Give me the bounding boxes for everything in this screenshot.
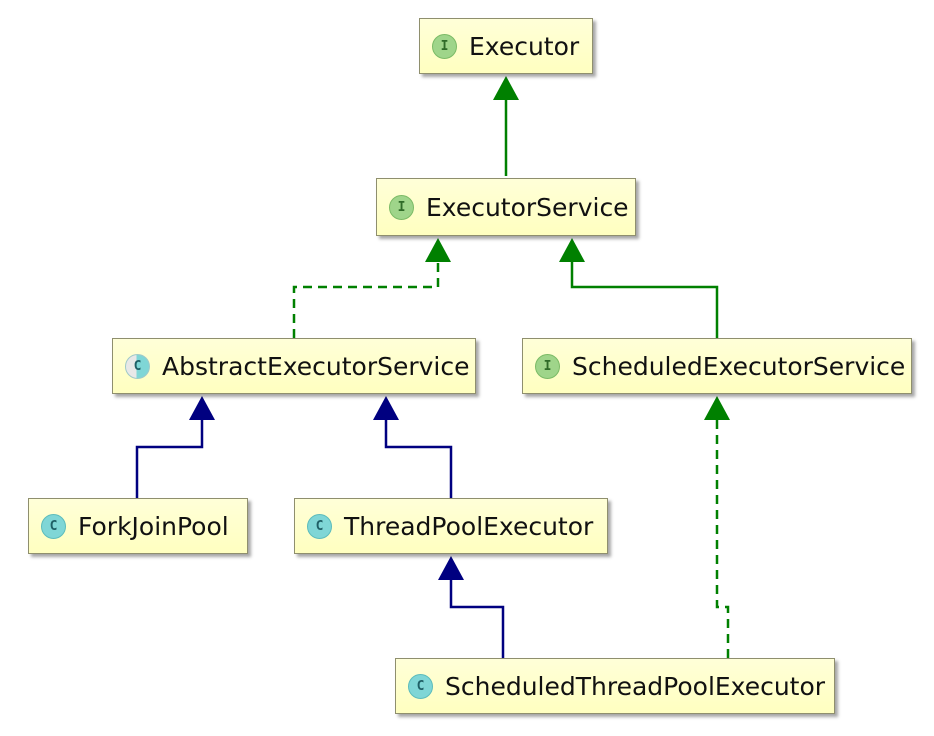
- class-icon: C: [307, 513, 332, 539]
- node-label: ScheduledThreadPoolExecutor: [445, 671, 826, 701]
- edge-executorservice-to-executor: [493, 76, 519, 176]
- node-label: Executor: [469, 31, 580, 61]
- edge-threadpoolexecutor-to-abstractexecutorservice: [373, 396, 453, 498]
- arrowhead-icon: [438, 556, 464, 580]
- node-label: ForkJoinPool: [78, 511, 229, 541]
- node-scheduledthreadpoolexecutor[interactable]: C ScheduledThreadPoolExecutor: [395, 658, 835, 714]
- arrowhead-icon: [425, 238, 451, 262]
- node-scheduledexecutorservice[interactable]: I ScheduledExecutorService: [522, 338, 912, 394]
- node-executor[interactable]: I Executor: [419, 18, 593, 74]
- node-threadpoolexecutor[interactable]: C ThreadPoolExecutor: [294, 498, 608, 554]
- arrowhead-icon: [373, 396, 399, 420]
- arrowhead-icon: [559, 238, 585, 262]
- node-executorservice[interactable]: I ExecutorService: [376, 178, 636, 236]
- node-abstractexecutorservice[interactable]: C AbstractExecutorService: [112, 338, 476, 394]
- node-label: ScheduledExecutorService: [572, 351, 906, 381]
- arrowhead-icon: [704, 396, 730, 420]
- arrowhead-icon: [189, 396, 215, 420]
- edge-scheduledthreadpoolexecutor-to-scheduledexecutorservice: [704, 396, 730, 658]
- edge-forkjoinpool-to-abstractexecutorservice: [135, 396, 215, 498]
- abstract-class-icon: C: [125, 353, 150, 379]
- class-icon: C: [408, 673, 433, 699]
- node-label: AbstractExecutorService: [162, 351, 470, 381]
- arrowhead-icon: [493, 76, 519, 100]
- edge-scheduledthreadpoolexecutor-to-threadpoolexecutor: [438, 556, 505, 658]
- node-forkjoinpool[interactable]: C ForkJoinPool: [28, 498, 248, 554]
- interface-icon: I: [535, 353, 560, 379]
- node-label: ThreadPoolExecutor: [344, 511, 594, 541]
- edge-abstractexecutorservice-to-executorservice: [292, 238, 451, 338]
- interface-icon: I: [389, 194, 414, 220]
- edge-scheduledexecutorservice-to-executorservice: [559, 238, 719, 338]
- node-label: ExecutorService: [426, 192, 629, 222]
- class-icon: C: [41, 513, 66, 539]
- interface-icon: I: [432, 33, 457, 59]
